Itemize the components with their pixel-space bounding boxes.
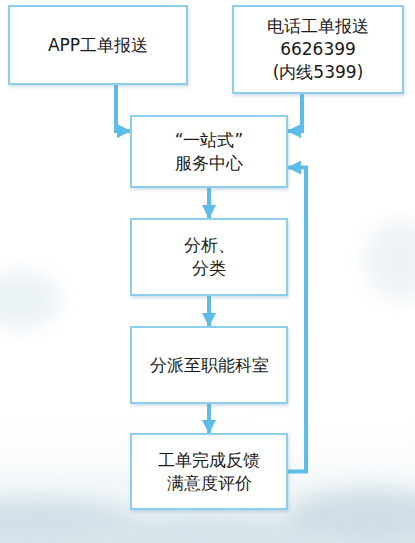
process-box: APP工单报送	[8, 5, 188, 85]
flow-arrow	[207, 296, 211, 326]
flow-arrow	[207, 188, 211, 218]
box-label: 分析、分类	[184, 234, 235, 280]
box-label: APP工单报送	[48, 34, 148, 57]
process-box: 分析、分类	[130, 218, 288, 296]
flow-arrow	[288, 168, 306, 472]
process-box: 分派至职能科室	[130, 326, 288, 404]
flow-arrow	[116, 85, 130, 131]
box-label: 电话工单报送 6626399 (内线5399)	[267, 15, 369, 84]
box-label: “一站式” 服务中心	[175, 129, 244, 175]
process-box: 电话工单报送 6626399 (内线5399)	[232, 5, 404, 94]
flow-arrow	[288, 94, 302, 131]
process-box: “一站式” 服务中心	[130, 115, 288, 188]
box-label: 工单完成反馈 满意度评价	[158, 449, 260, 495]
flow-arrow	[207, 404, 211, 433]
box-label: 分派至职能科室	[150, 354, 269, 377]
process-box: 工单完成反馈 满意度评价	[130, 433, 288, 510]
